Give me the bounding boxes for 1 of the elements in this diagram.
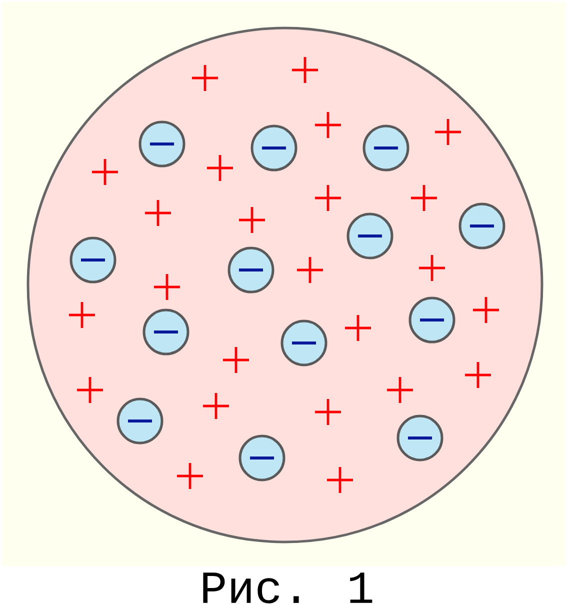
caption: Рис. 1 <box>203 572 372 604</box>
